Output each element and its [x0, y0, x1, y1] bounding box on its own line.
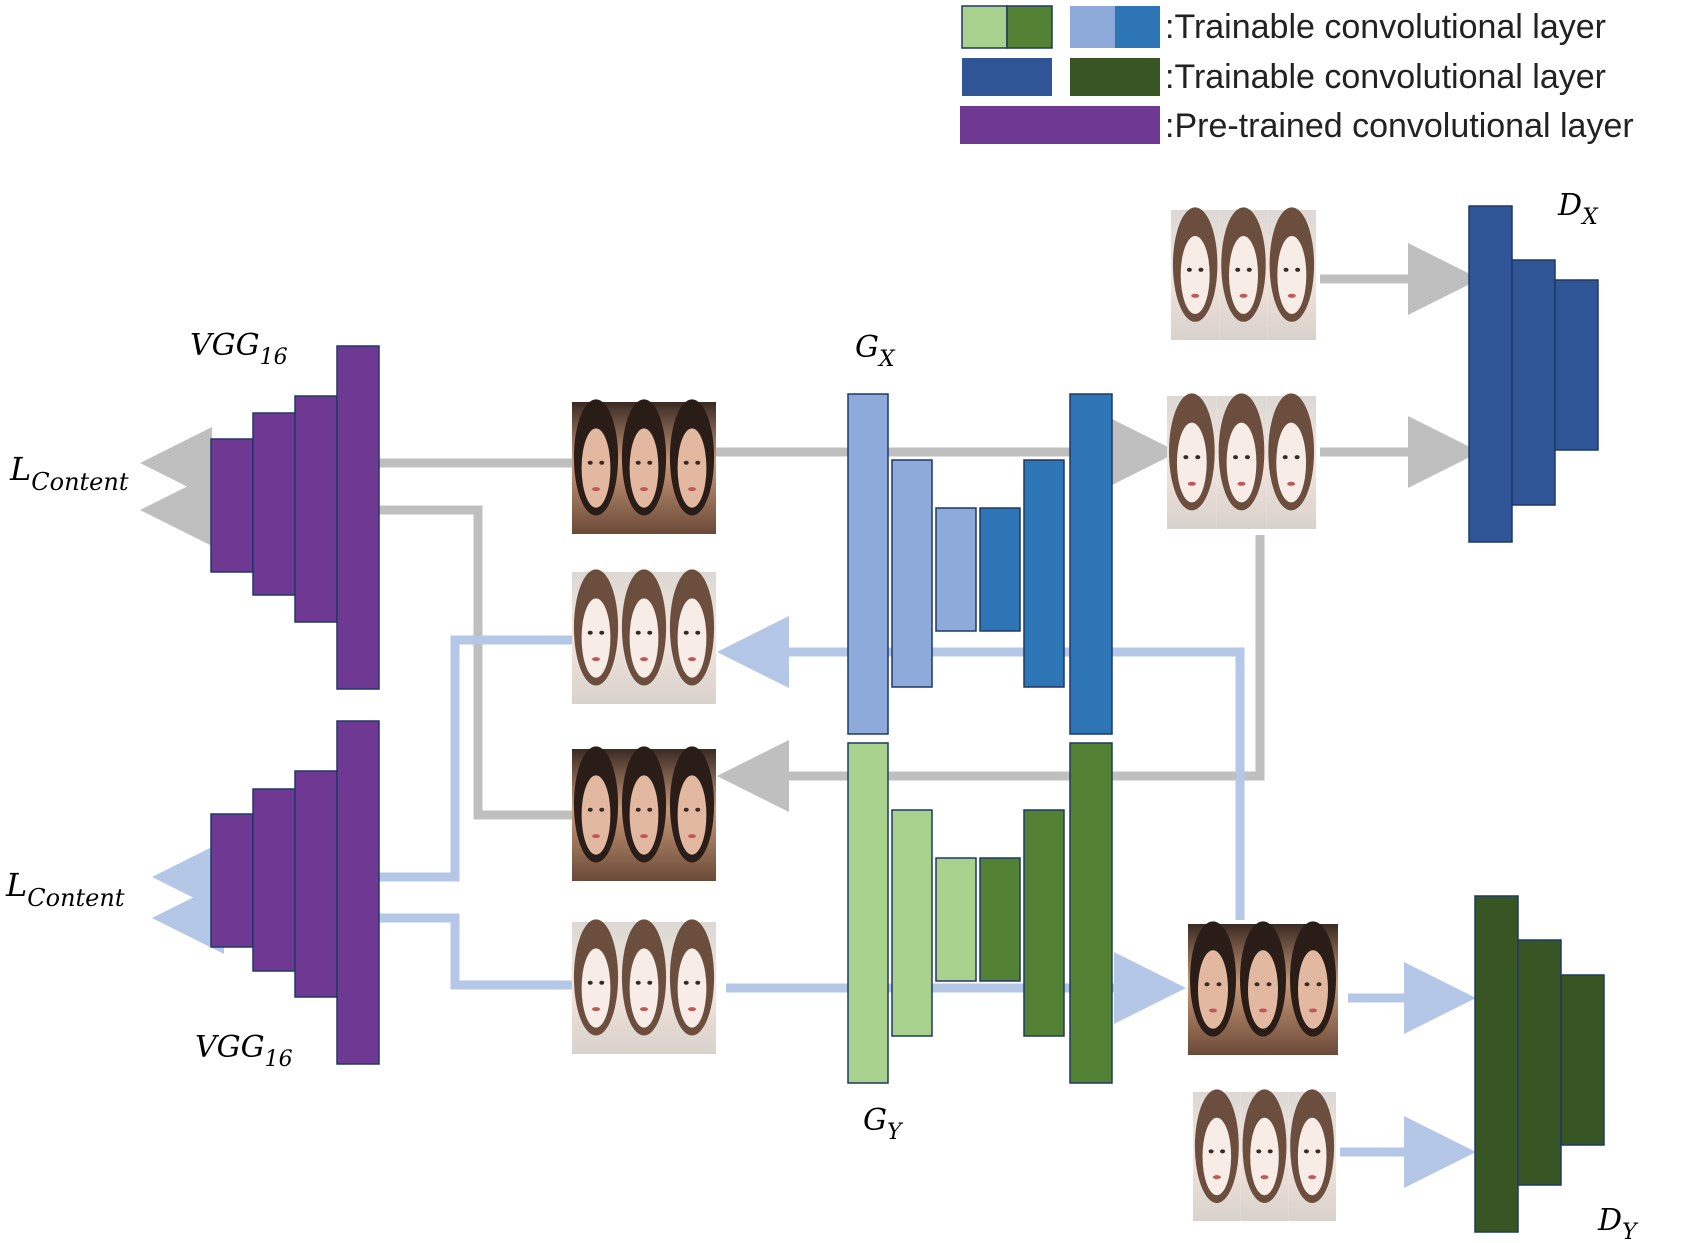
vgg-bottom-layer-1 [210, 813, 254, 948]
gy-dec-2 [1023, 809, 1065, 1037]
photo-input-x [572, 399, 716, 534]
legend-swatch-forest [1070, 58, 1160, 96]
gx-dec-1 [979, 507, 1021, 632]
discriminator-dx [1468, 205, 1599, 543]
arrow-cycle-gray [717, 535, 1265, 812]
vgg16-top [210, 345, 380, 690]
cartoon-recon-x [572, 569, 716, 704]
gy-enc-3 [935, 857, 977, 982]
label-loss-bottom: LContent [5, 866, 125, 912]
vgg-top-layer-2 [252, 412, 296, 596]
labels: VGG16 VGG16 LContent LContent GX GY DX D… [5, 188, 1639, 1243]
vgg-top-layer-3 [294, 395, 338, 623]
legend-label-trainable-1: :Trainable convolutional layer [1165, 8, 1606, 46]
label-gy: GY [863, 1103, 904, 1145]
gx-dec-2 [1023, 459, 1065, 688]
discriminator-dy [1474, 895, 1605, 1233]
gx-enc-1 [847, 393, 889, 735]
legend-swatch-dark-green [1006, 5, 1053, 49]
vgg-bottom-layer-2 [252, 788, 296, 972]
line-vgg-to-photo-recon [378, 505, 572, 820]
gy-dec-1 [979, 857, 1021, 982]
line-vgg-to-cartoon-input [378, 913, 572, 990]
dy-layer-1 [1474, 895, 1519, 1233]
vgg16-bottom [210, 720, 380, 1065]
dx-layer-2 [1511, 259, 1556, 506]
image-thumbnails [572, 207, 1338, 1221]
generator-gx [847, 393, 1113, 735]
cartoon-real-dy [1193, 1089, 1336, 1221]
legend: :Trainable convolutional layer :Trainabl… [960, 5, 1634, 145]
label-gx: GX [855, 330, 896, 372]
dx-layer-1 [1468, 205, 1513, 543]
label-vgg-bottom: VGG16 [195, 1030, 293, 1072]
gx-enc-3 [935, 507, 977, 632]
cartoon-real-dx [1171, 207, 1316, 340]
label-vgg-top: VGG16 [190, 328, 288, 370]
legend-swatch-purple [960, 106, 1160, 144]
dy-layer-2 [1517, 939, 1562, 1186]
dx-layer-3 [1554, 279, 1599, 451]
line-cartoon-recon-to-vgg [378, 635, 572, 882]
legend-label-trainable-2: :Trainable convolutional layer [1165, 58, 1606, 96]
gy-dec-3 [1069, 742, 1113, 1084]
vgg-top-layer-1 [210, 438, 254, 573]
gy-enc-1 [847, 742, 889, 1084]
gx-enc-2 [891, 459, 933, 688]
gy-enc-2 [891, 809, 933, 1037]
vgg-bottom-layer-4 [336, 720, 380, 1065]
vgg-bottom-layer-3 [294, 770, 338, 998]
vgg-top-layer-4 [336, 345, 380, 690]
label-loss-top: LContent [9, 450, 129, 496]
legend-swatch-light-green [961, 5, 1008, 49]
label-dy: DY [1597, 1203, 1639, 1243]
dy-layer-3 [1560, 974, 1605, 1146]
legend-swatch-light-blue [1070, 6, 1115, 48]
photo-recon-y [572, 746, 716, 881]
cartoon-input-y [572, 919, 716, 1054]
photo-fake-dy [1188, 921, 1338, 1055]
legend-swatch-mid-blue [1115, 6, 1160, 48]
gx-dec-3 [1069, 393, 1113, 735]
legend-label-pretrained: :Pre-trained convolutional layer [1165, 107, 1634, 145]
legend-swatch-navy [962, 58, 1052, 96]
generator-gy [847, 742, 1113, 1084]
label-dx: DX [1557, 188, 1599, 230]
cartoon-fake-dx [1167, 393, 1316, 529]
